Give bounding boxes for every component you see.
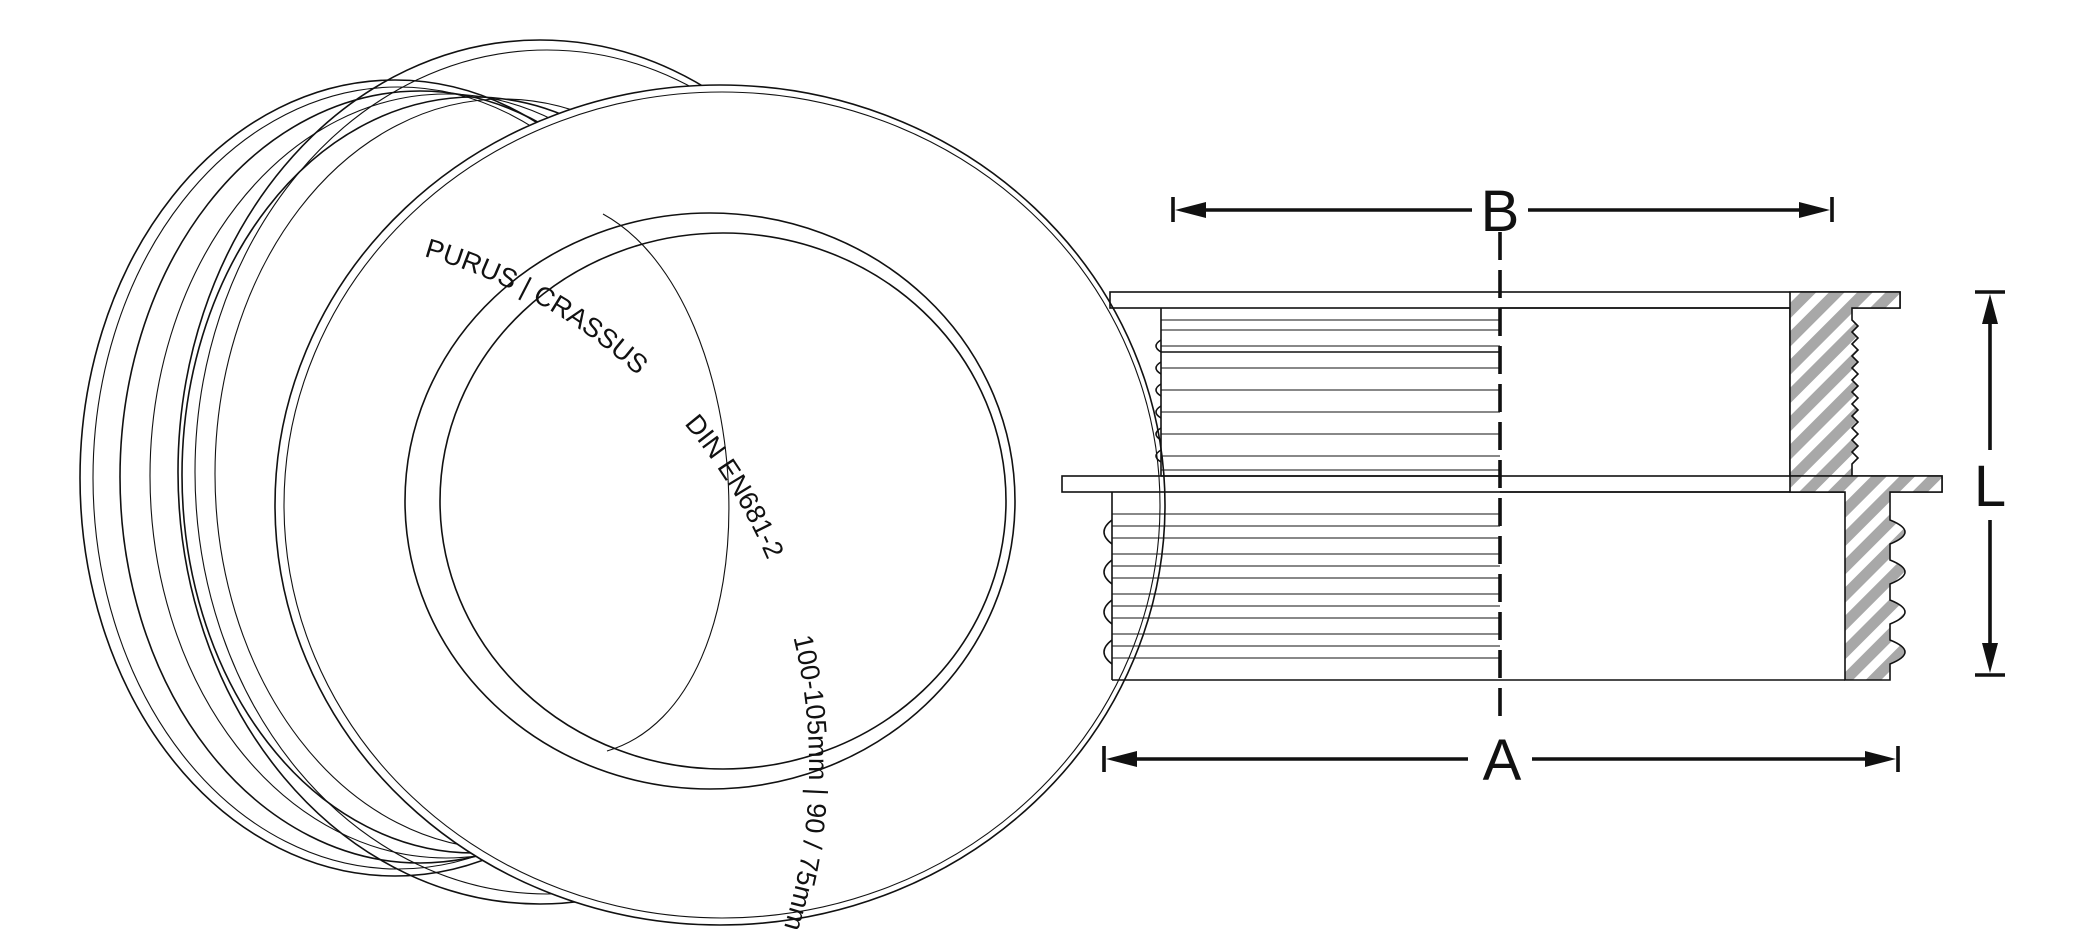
perspective-view: PURUS | CRASSUS DIN EN681-2 100-105mm | … [79, 39, 1166, 934]
dimension-l: L [1974, 290, 2006, 677]
section-wall-upper [1789, 291, 1901, 477]
dimension-a-label: A [1483, 728, 1522, 793]
front-face-outer-edge [283, 91, 1161, 919]
section-wall-lower [1789, 475, 1943, 681]
dimension-l-label: L [1974, 454, 2006, 519]
section-view: B A L [1061, 179, 2006, 793]
bore-outer [404, 212, 1016, 790]
lower-spigot [1103, 492, 1845, 681]
dimension-b-label: B [1481, 179, 1520, 244]
bore-shadow-line [602, 213, 730, 752]
dimension-b: B [1171, 179, 1834, 244]
bore-inner [439, 232, 1007, 770]
dimension-a: A [1102, 728, 1900, 793]
top-flange [1109, 291, 1901, 309]
upper-spigot [1155, 308, 1500, 477]
